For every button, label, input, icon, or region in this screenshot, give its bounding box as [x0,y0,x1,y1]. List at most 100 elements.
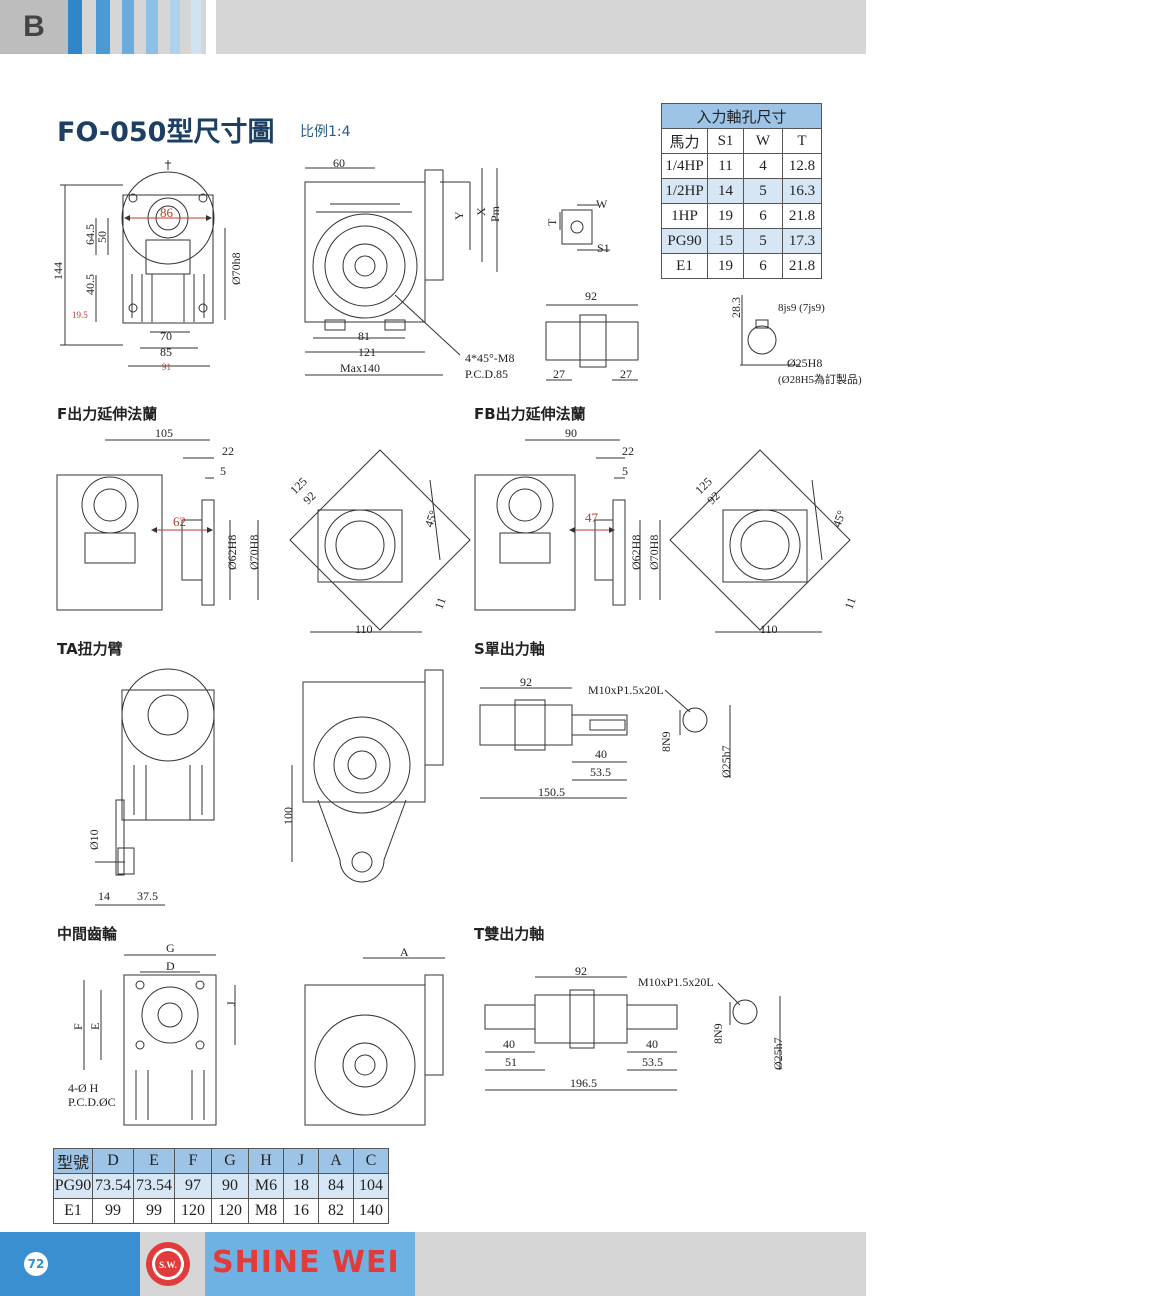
dim-label: W [596,197,608,211]
input-col-header: 馬力 [661,128,708,154]
dim-label: Ø62H8 [225,535,239,570]
dim-label: 5 [622,464,628,478]
dim-label: Ø10 [87,829,101,850]
ta-arm-drawing [95,668,444,906]
dim-label: 196.5 [570,1076,597,1090]
dim-label: 4*45°-M8 [465,351,514,365]
table-cell: E1 [661,253,708,279]
dim-label: Ø70h8 [229,252,243,285]
dim-label: 37.5 [137,889,158,903]
dim-label: Ø70H8 [647,535,661,570]
model-col-header: 型號 [53,1148,93,1174]
dim-label: 45° [422,508,441,529]
table-row: PG90 73.54 73.54 97 90 M6 18 84 104 [53,1173,389,1199]
table-cell: 97 [174,1173,212,1199]
table-row: 1HP 19 6 21.8 [661,203,822,229]
model-col-header: C [353,1148,389,1174]
dim-label: 100 [281,807,295,825]
table-cell: 99 [92,1198,134,1224]
s-shaft-drawing [479,687,731,799]
dim-label: 86 [160,205,174,220]
table-cell: 5 [743,178,783,204]
dim-label: 105 [155,426,173,440]
section-heading-t-shaft: T雙出力軸 [474,925,545,943]
table-cell: 82 [318,1198,354,1224]
model-col-header: E [133,1148,175,1174]
dim-label: Ø25H8 [787,356,822,370]
bore-section-drawing [740,295,800,366]
table-cell: 21.8 [782,253,822,279]
dim-label: 90 [565,426,577,440]
dim-label: 85 [160,345,172,359]
table-cell: 120 [211,1198,249,1224]
footer-accent [0,1232,140,1296]
dim-label: 19.5 [72,310,88,320]
dim-label: 22 [622,444,634,458]
dim-label: Ø25h7 [719,745,733,778]
section-heading-s-shaft: S單出力軸 [474,640,545,658]
shine-wei-logo-icon: S.W. [146,1242,190,1286]
table-row: E1 99 99 120 120 M8 16 82 140 [53,1198,389,1224]
dim-label: 8N9 [711,1023,725,1044]
input-table-caption: 入力軸孔尺寸 [661,103,822,129]
t-shaft-drawing [484,976,781,1091]
dim-label: 22 [222,444,234,458]
section-heading-fb-flange: FB出力延伸法蘭 [474,405,586,423]
dim-label: Max140 [340,361,380,375]
dim-label: 11 [432,595,449,611]
page-number: 72 [24,1252,48,1276]
table-cell: 1/2HP [661,178,708,204]
dim-label: 40 [595,747,607,761]
dim-label: J [224,1001,238,1006]
dim-label: P.C.D.ØC [68,1095,116,1109]
dim-label: 81 [358,329,370,343]
table-cell: PG90 [53,1173,93,1199]
model-col-header: F [174,1148,212,1174]
model-col-header: G [211,1148,249,1174]
dim-label: 28.3 [729,297,743,318]
dim-label: 4-Ø H [68,1081,99,1095]
table-cell: 12.8 [782,153,822,179]
dim-label: Ø70H8 [247,535,261,570]
logo-text: S.W. [159,1260,177,1270]
table-cell: 73.54 [133,1173,175,1199]
table-cell: M8 [248,1198,284,1224]
dim-label: Pm [488,205,502,222]
table-cell: M6 [248,1173,284,1199]
dim-label: 60 [333,156,345,170]
dim-label: 27 [620,367,632,381]
dim-label: D [166,959,175,973]
dim-label: 40 [503,1037,515,1051]
table-cell: 140 [353,1198,389,1224]
dim-label: F [71,1023,85,1030]
dim-label: Ø25h7 [771,1037,785,1070]
table-cell: 1/4HP [661,153,708,179]
dim-label: (Ø28H5為訂製品) [778,372,862,386]
section-heading-ta-arm: TA扭力臂 [57,640,123,658]
drawing-scale: 比例1:4 [300,124,351,140]
table-cell: 120 [174,1198,212,1224]
side-view-drawing [304,167,498,376]
dim-label: 8N9 [659,731,673,752]
page-title: FO-050型尺寸圖 [57,117,275,148]
dim-label: M10xP1.5x20L [588,683,664,697]
dim-label: 51 [505,1055,517,1069]
model-col-header: H [248,1148,284,1174]
table-cell: 19 [707,253,744,279]
table-cell: 21.8 [782,203,822,229]
dim-label: 62 [173,514,186,529]
dim-label: 92 [300,489,318,507]
middle-gear-drawing [83,954,445,1126]
dim-label: 11 [842,595,859,611]
dim-label: 92 [585,289,597,303]
key-slot-drawing [559,204,610,251]
dim-label: E [88,1023,102,1030]
table-cell: PG90 [661,228,708,254]
dim-label: 53.5 [590,765,611,779]
dim-label: 40.5 [83,274,97,295]
table-cell: 18 [283,1173,319,1199]
dim-label: 70 [160,329,172,343]
page-header [0,0,866,54]
page-footer [0,1232,866,1296]
model-col-header: D [92,1148,134,1174]
